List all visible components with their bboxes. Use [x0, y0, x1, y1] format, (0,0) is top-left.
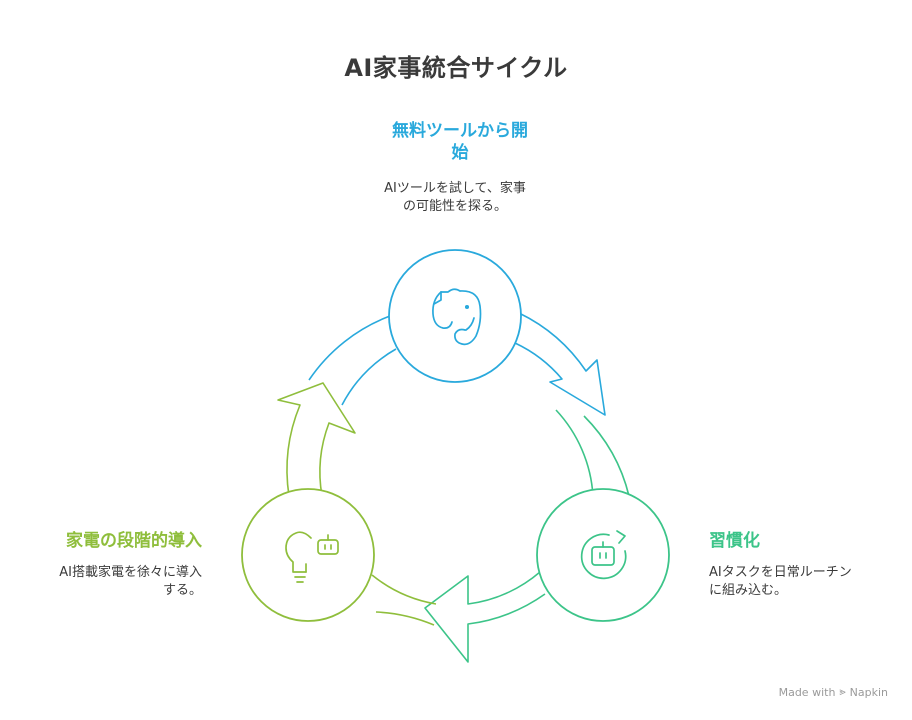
- stage-desc-habit: AIタスクを日常ルーチン に組み込む。: [709, 564, 889, 600]
- stage-title-line: 習慣化: [709, 531, 760, 551]
- stage-desc-line: する。: [162, 583, 202, 598]
- stage-title-line: 家電の段階的導入: [66, 531, 202, 551]
- arrow-blue-left-segment: [308, 315, 391, 381]
- stage-title-free-tools: 無料ツールから開 始: [370, 120, 550, 164]
- stage-circle-right: [536, 488, 670, 622]
- brand-watermark: Made with ⪢ Napkin: [779, 685, 888, 699]
- evernote-elephant-icon: [432, 288, 482, 346]
- arrow-blue-left-segment-inner: [341, 348, 397, 406]
- brand-prefix: Made with: [778, 685, 836, 699]
- arrow-left-to-top: [375, 611, 435, 626]
- brand-name: Napkin: [849, 685, 888, 699]
- arrow-right-to-left: [583, 415, 630, 497]
- diagram-title: AI家事統合サイクル: [344, 54, 568, 82]
- arrow-left-to-top-head: [277, 382, 356, 497]
- lightbulb-robot-icon: [285, 531, 339, 583]
- stage-desc-line: の可能性を探る。: [402, 199, 507, 214]
- stage-desc-appliances: AI搭載家電を徐々に導入 する。: [0, 564, 202, 600]
- stage-desc-line: AIタスクを日常ルーチン: [709, 565, 852, 580]
- stage-circle-left: [241, 488, 375, 622]
- robot-refresh-icon: [580, 530, 627, 580]
- napkin-logo-icon: ⪢: [839, 685, 846, 698]
- stage-title-appliances: 家電の段階的導入: [0, 530, 202, 552]
- arrow-top-to-right: [514, 312, 606, 416]
- stage-title-line: 始: [451, 143, 469, 163]
- stage-desc-line: に組み込む。: [709, 583, 788, 598]
- stage-desc-line: AIツールを試して、家事: [384, 181, 526, 196]
- arrow-left-to-top-upper: [371, 574, 437, 605]
- stage-desc-line: AI搭載家電を徐々に導入: [59, 565, 202, 580]
- arrow-right-to-left-inner: [555, 409, 594, 497]
- stage-desc-free-tools: AIツールを試して、家事 の可能性を探る。: [360, 180, 550, 216]
- stage-title-line: 無料ツールから開: [392, 121, 528, 141]
- stage-circle-top: [388, 249, 522, 383]
- arrow-right-to-left-head: [424, 571, 546, 663]
- stage-title-habit: 習慣化: [709, 530, 889, 552]
